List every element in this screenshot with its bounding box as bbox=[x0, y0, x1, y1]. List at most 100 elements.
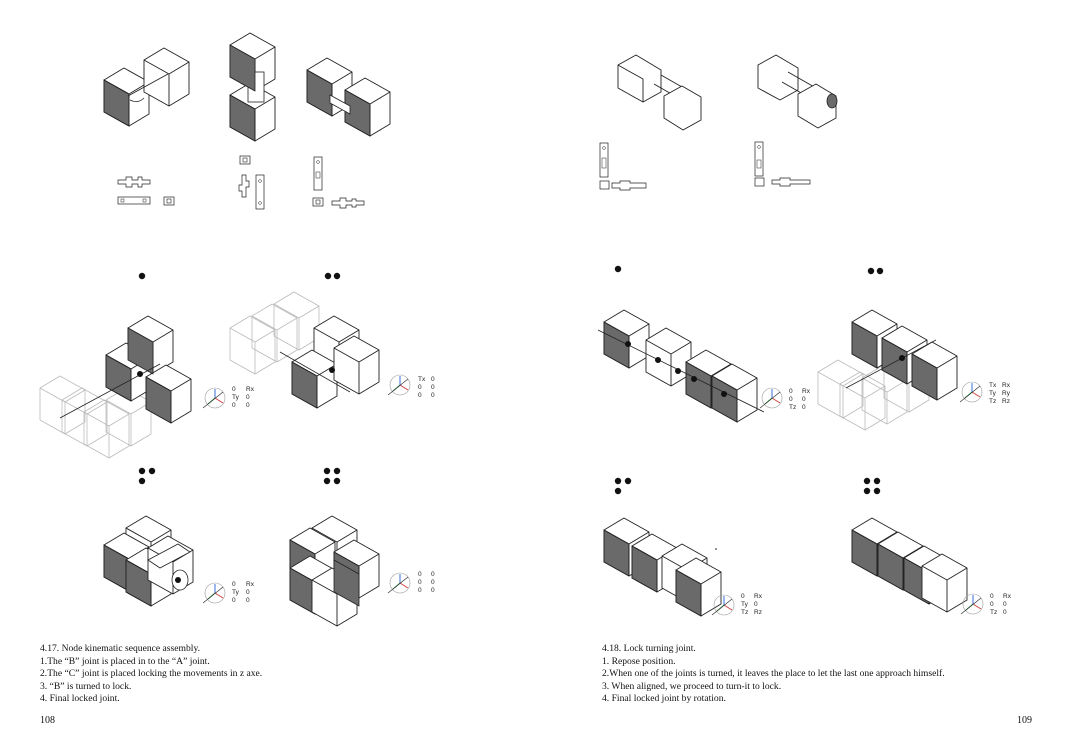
svg-text:Rz: Rz bbox=[1002, 398, 1010, 405]
lock-step-2-dots bbox=[867, 267, 884, 275]
assembly-drawing-c bbox=[306, 57, 391, 137]
lock-orthographic-views-a bbox=[599, 142, 647, 191]
lock-orthographic-views-b bbox=[754, 141, 811, 187]
step-2-dots bbox=[324, 272, 341, 280]
svg-text:0: 0 bbox=[418, 587, 422, 594]
svg-text:0: 0 bbox=[418, 571, 422, 578]
svg-text:0: 0 bbox=[418, 384, 422, 391]
caption-line: 3. When aligned, we proceed to turn-it t… bbox=[602, 680, 782, 692]
lock-step-1-drawing bbox=[597, 309, 765, 423]
svg-text:0: 0 bbox=[741, 593, 745, 600]
svg-text:Rx: Rx bbox=[754, 593, 763, 600]
step-1-drawing bbox=[39, 315, 192, 459]
figure-caption-4-18: 4.18. Lock turning joint. 1. Repose posi… bbox=[602, 643, 945, 706]
svg-text:0: 0 bbox=[1003, 609, 1007, 616]
lock-dof-indicator-2: Tx Rx Ty Ry Tz Rz bbox=[959, 381, 1011, 405]
step-4-dots bbox=[323, 467, 341, 485]
svg-text:0: 0 bbox=[418, 579, 422, 586]
svg-text:0: 0 bbox=[990, 601, 994, 608]
svg-text:0: 0 bbox=[789, 388, 793, 395]
svg-text:Tz: Tz bbox=[990, 609, 997, 616]
svg-text:Ty: Ty bbox=[232, 394, 240, 401]
svg-text:0: 0 bbox=[232, 402, 236, 409]
svg-text:Ty: Ty bbox=[989, 390, 997, 397]
lock-step-1-dots bbox=[614, 265, 622, 273]
orthographic-views-a bbox=[117, 176, 175, 206]
step-3-dots bbox=[138, 467, 156, 485]
caption-line: 2.When one of the joints is turned, it l… bbox=[602, 668, 945, 680]
svg-text:0: 0 bbox=[431, 579, 435, 586]
lock-step-2-drawing bbox=[817, 309, 958, 431]
svg-text:Tx: Tx bbox=[989, 382, 997, 389]
svg-text:Rx: Rx bbox=[246, 386, 255, 393]
svg-text:0: 0 bbox=[431, 376, 435, 383]
figure-caption-4-17: 4.17. Node kinematic sequence assembly. … bbox=[40, 643, 262, 706]
caption-line: 1. Repose position. bbox=[602, 655, 676, 667]
svg-text:0: 0 bbox=[990, 593, 994, 600]
svg-text:Tz: Tz bbox=[789, 404, 796, 411]
svg-text:Rx: Rx bbox=[1003, 593, 1012, 600]
svg-text:0: 0 bbox=[431, 392, 435, 399]
orthographic-views-b bbox=[238, 155, 265, 210]
lock-step-4-dots bbox=[863, 477, 881, 495]
svg-text:Rx: Rx bbox=[246, 581, 255, 588]
caption-line: 4.17. Node kinematic sequence assembly. bbox=[40, 643, 201, 654]
caption-line: 1.The “B” joint is placed in to the “A” … bbox=[40, 655, 210, 667]
caption-line: 3. “B” is turned to lock. bbox=[40, 680, 132, 692]
svg-text:0: 0 bbox=[1003, 601, 1007, 608]
svg-text:0: 0 bbox=[246, 597, 250, 604]
svg-text:0: 0 bbox=[232, 581, 236, 588]
svg-text:Tx: Tx bbox=[418, 376, 426, 383]
page-number: 108 bbox=[40, 715, 55, 726]
svg-text:Rx: Rx bbox=[1002, 382, 1011, 389]
svg-text:0: 0 bbox=[802, 404, 806, 411]
svg-text:Tz: Tz bbox=[989, 398, 996, 405]
svg-text:Tz: Tz bbox=[741, 609, 748, 616]
svg-text:Ry: Ry bbox=[1002, 390, 1011, 397]
assembly-drawing-a bbox=[103, 47, 190, 127]
svg-text:0: 0 bbox=[418, 392, 422, 399]
caption-line: 4.18. Lock turning joint. bbox=[602, 643, 696, 654]
svg-text:0: 0 bbox=[431, 587, 435, 594]
svg-text:0: 0 bbox=[431, 384, 435, 391]
step-3-drawing bbox=[103, 515, 194, 607]
svg-text:Ty: Ty bbox=[232, 589, 240, 596]
svg-text:0: 0 bbox=[232, 386, 236, 393]
svg-text:0: 0 bbox=[232, 597, 236, 604]
lock-joint-drawing-a bbox=[617, 54, 702, 131]
orthographic-views-c bbox=[312, 156, 365, 209]
svg-text:Ty: Ty bbox=[741, 601, 749, 608]
caption-line: 2.The “C” joint is placed locking the mo… bbox=[40, 668, 263, 680]
page-number: 109 bbox=[1017, 715, 1032, 726]
svg-text:0: 0 bbox=[802, 396, 806, 403]
svg-text:0: 0 bbox=[431, 571, 435, 578]
lock-step-3-dots bbox=[614, 477, 632, 495]
lock-joint-drawing-b bbox=[757, 54, 838, 129]
assembly-drawing-b bbox=[229, 32, 276, 142]
svg-text:0: 0 bbox=[754, 601, 758, 608]
caption-line: 4. Final locked joint. bbox=[40, 693, 120, 705]
svg-text:Rz: Rz bbox=[754, 609, 762, 616]
svg-text:0: 0 bbox=[246, 589, 250, 596]
svg-text:Rx: Rx bbox=[802, 388, 811, 395]
lock-step-4-drawing bbox=[851, 517, 968, 613]
svg-text:0: 0 bbox=[246, 394, 250, 401]
lock-step-3-drawing bbox=[603, 517, 722, 617]
step-4-drawing bbox=[289, 515, 380, 627]
svg-text:0: 0 bbox=[246, 402, 250, 409]
step-2-drawing bbox=[229, 291, 380, 409]
caption-line: 4. Final locked joint by rotation. bbox=[602, 693, 726, 705]
step-1-dots bbox=[138, 272, 146, 280]
svg-text:0: 0 bbox=[789, 396, 793, 403]
left-page-drawings: 0Rx Ty0 00 Tx0 00 00 0Rx Ty0 00 00 00 00 bbox=[39, 32, 435, 627]
